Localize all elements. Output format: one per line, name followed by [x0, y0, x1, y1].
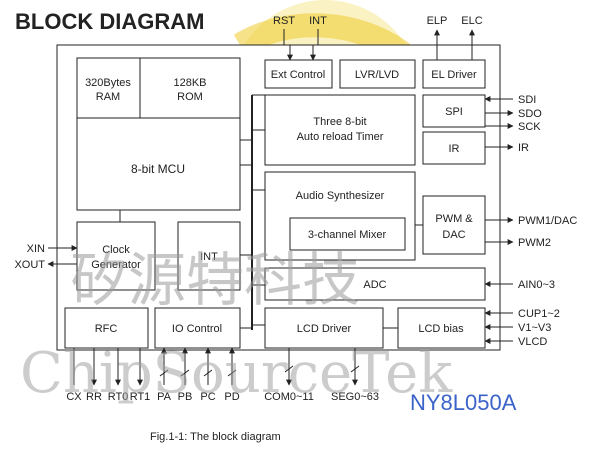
pin-rr: RR: [86, 391, 102, 403]
pin-pd: PD: [224, 391, 239, 403]
spi-block: [422, 94, 486, 128]
pin-pc-slash: [203, 369, 213, 377]
pin-ain: AIN0~3: [518, 279, 555, 291]
pin-sdi: SDI: [518, 94, 536, 106]
pin-com: COM0~11: [264, 391, 314, 403]
lcd-bias-label: LCD bias: [418, 323, 464, 335]
pin-rt1: RT1: [130, 391, 151, 403]
pwm-dac-label-1: PWM &: [435, 213, 473, 225]
pin-rst: RST: [273, 15, 295, 27]
watermark-english: ChipSourceTek: [20, 341, 453, 406]
ram-label-2: RAM: [96, 91, 120, 103]
pin-rt0: RT0: [108, 391, 129, 403]
pin-elp: ELP: [427, 15, 448, 27]
clock-label-2: Generator: [91, 259, 141, 271]
rom-block: [139, 57, 241, 119]
pin-pb: PB: [178, 391, 193, 403]
pin-com-slash: [284, 365, 294, 373]
int-block: [177, 221, 241, 291]
lvr-lvd-label: LVR/LVD: [355, 69, 399, 81]
io-control-label: IO Control: [172, 323, 222, 335]
watermark-chinese: 矽源特科技: [70, 246, 360, 314]
clock-label-1: Clock: [102, 244, 130, 256]
pin-pa-slash: [159, 369, 169, 377]
pin-elc: ELC: [461, 15, 482, 27]
spi-label: SPI: [445, 106, 463, 118]
pin-seg-slash: [350, 365, 360, 373]
audio-synthesizer-label: Audio Synthesizer: [296, 190, 385, 202]
ext-control-block: [264, 59, 333, 89]
adc-label: ADC: [363, 279, 386, 291]
pin-cup: CUP1~2: [518, 308, 560, 320]
diagram-title: BLOCK DIAGRAM: [15, 9, 204, 34]
pin-xout: XOUT: [14, 259, 45, 271]
pin-pwm2: PWM2: [518, 237, 551, 249]
rom-label-1: 128KB: [173, 77, 206, 89]
pin-pb-slash: [180, 369, 190, 377]
pin-pc: PC: [200, 391, 215, 403]
pin-int-top: INT: [309, 15, 327, 27]
timer-label-2: Auto reload Timer: [297, 131, 384, 143]
pin-pwm1-dac: PWM1/DAC: [518, 215, 577, 227]
pin-xin: XIN: [27, 243, 45, 255]
int-label: INT: [200, 251, 218, 263]
rom-label-2: ROM: [177, 91, 203, 103]
pin-ir: IR: [518, 142, 529, 154]
pin-pa: PA: [157, 391, 172, 403]
mcu-label: 8-bit MCU: [131, 162, 185, 176]
adc-block: [264, 267, 486, 301]
pin-v1-v3: V1~V3: [518, 322, 551, 334]
pin-sdo: SDO: [518, 108, 542, 120]
timer-block: [264, 94, 416, 166]
pwm-dac-label-2: DAC: [442, 229, 465, 241]
pin-rst-line: [283, 29, 293, 61]
el-driver-block: [422, 59, 486, 89]
mixer-label: 3-channel Mixer: [308, 229, 387, 241]
ir-label: IR: [449, 143, 460, 155]
lcd-driver-label: LCD Driver: [297, 323, 352, 335]
el-driver-label: EL Driver: [431, 69, 477, 81]
ir-block: [422, 131, 486, 165]
pwm-dac-block: [422, 195, 486, 255]
pin-pd-slash: [227, 369, 237, 377]
part-number: NY8L050A: [410, 390, 517, 415]
figure-caption: Fig.1-1: The block diagram: [150, 431, 281, 443]
timer-label-1: Three 8-bit: [313, 116, 366, 128]
mixer-block: [289, 217, 406, 251]
pin-cx: CX: [66, 391, 82, 403]
mcu-block: [76, 117, 241, 211]
lcd-bias-block: [397, 307, 486, 349]
pin-vlcd: VLCD: [518, 336, 547, 348]
ram-label-1: 320Bytes: [85, 77, 131, 89]
rfc-label: RFC: [95, 323, 118, 335]
pin-sck: SCK: [518, 121, 541, 133]
ext-control-label: Ext Control: [271, 69, 325, 81]
lvr-lvd-block: [339, 59, 416, 89]
rfc-block: [64, 307, 149, 349]
pin-int-line: [310, 29, 319, 61]
io-control-block: [154, 307, 241, 349]
ram-block: [76, 57, 141, 119]
clock-generator-block: [76, 221, 156, 291]
pin-seg: SEG0~63: [331, 391, 379, 403]
